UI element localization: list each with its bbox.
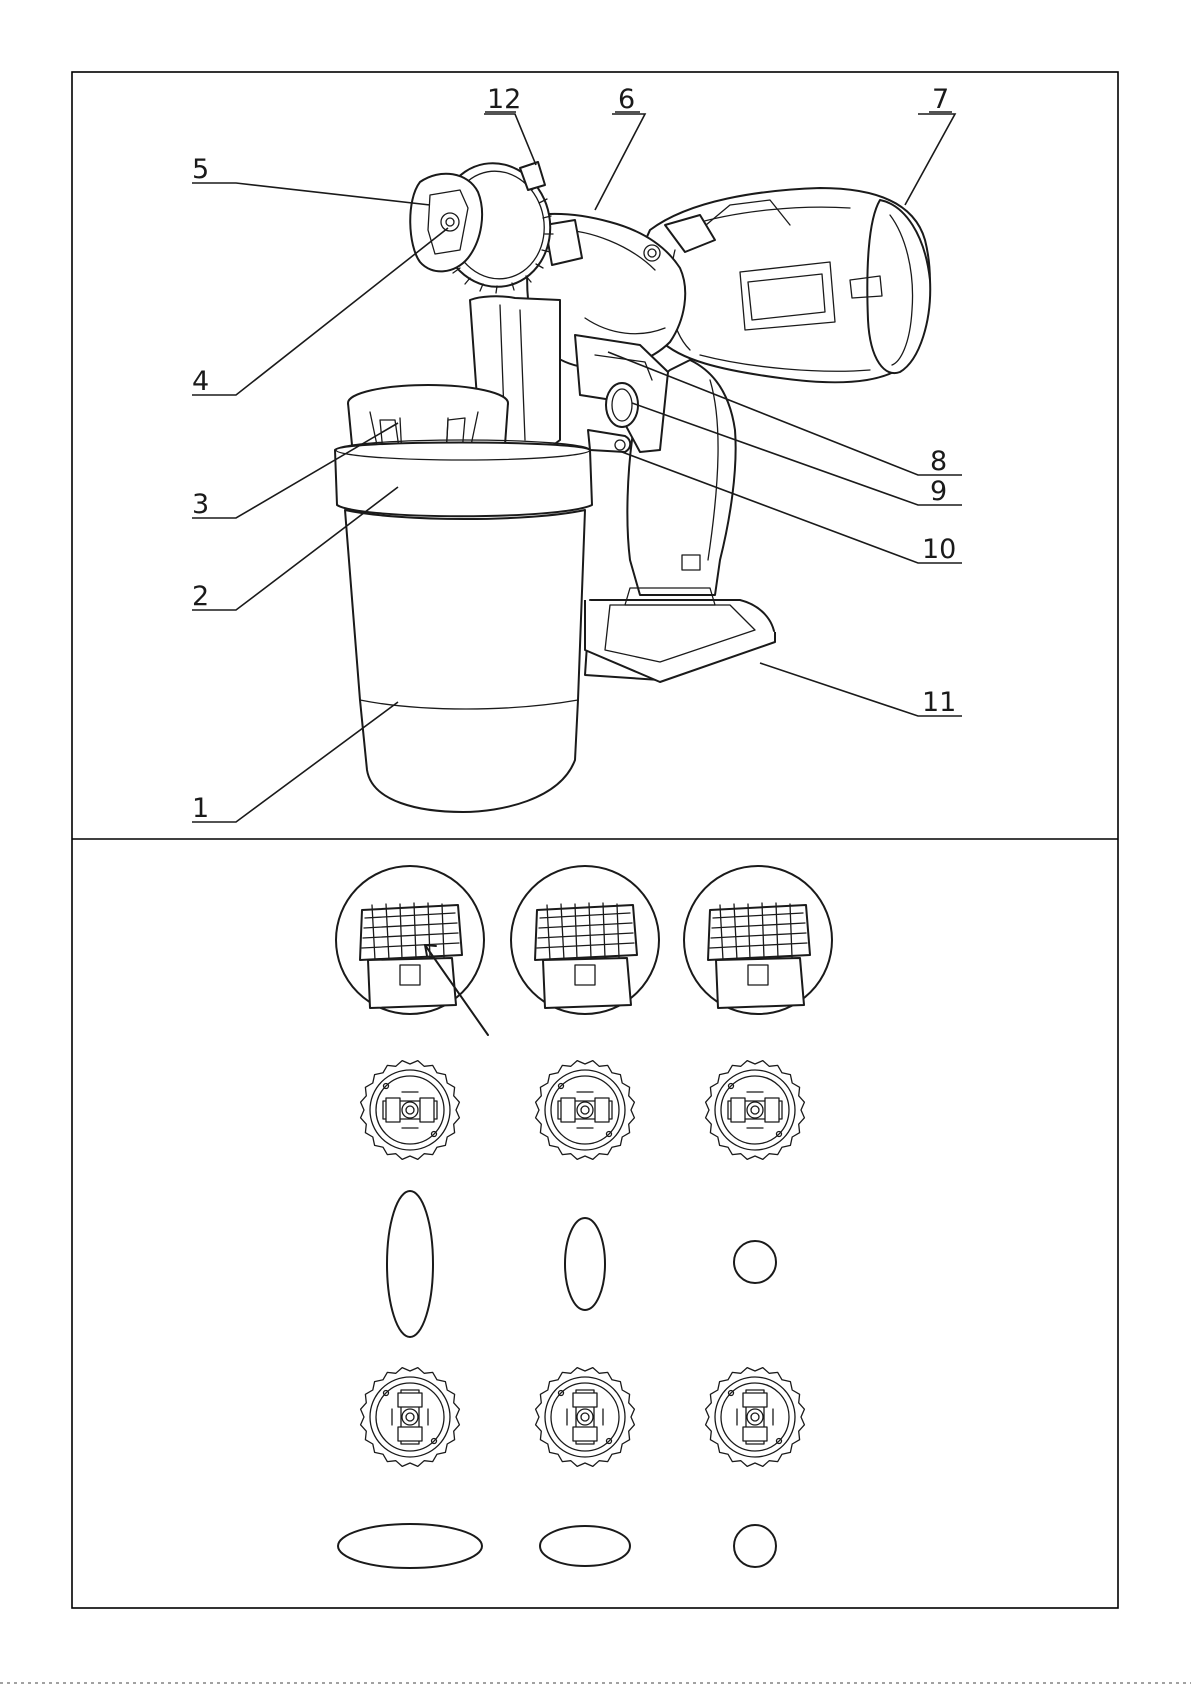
callout-4: 4 <box>192 366 209 397</box>
horizontal-spray-row <box>338 1524 776 1568</box>
nozzle-detail-wide <box>336 866 488 1035</box>
vertical-spray-wide <box>387 1191 433 1337</box>
vertical-spray-round <box>734 1241 776 1283</box>
flow-adjust-knob <box>606 383 638 427</box>
nozzle-face-horizontal-medium <box>536 1061 635 1160</box>
callout-8: 8 <box>930 446 947 477</box>
nozzle-face-vertical-round <box>706 1368 805 1467</box>
callout-5: 5 <box>192 154 209 185</box>
callout-3: 3 <box>192 489 209 520</box>
nozzle-face-vertical-wide <box>361 1368 460 1467</box>
spray-pattern-panel <box>336 866 832 1568</box>
horizontal-spray-medium <box>540 1526 630 1566</box>
nozzle-face-row-horizontal <box>361 1368 805 1467</box>
nozzle-detail-row <box>336 866 832 1035</box>
nozzle <box>441 213 459 231</box>
battery <box>585 588 775 682</box>
nozzle-detail-medium <box>511 866 659 1014</box>
trigger <box>588 430 630 452</box>
callout-6: 6 <box>618 84 635 115</box>
spray-gun-illustration <box>335 154 930 812</box>
nozzle-face-horizontal-wide <box>361 1061 460 1160</box>
vertical-spray-row <box>387 1191 776 1337</box>
callout-11: 11 <box>922 687 956 718</box>
paint-container <box>345 510 585 812</box>
horizontal-spray-wide <box>338 1524 482 1568</box>
vertical-spray-medium <box>565 1218 605 1310</box>
nozzle-face-horizontal-round <box>706 1061 805 1160</box>
nozzle-face-row-vertical <box>361 1061 805 1160</box>
nozzle-face-vertical-medium <box>536 1368 635 1467</box>
callout-12: 12 <box>487 84 521 115</box>
callout-9: 9 <box>930 476 947 507</box>
callout-10: 10 <box>922 534 956 565</box>
nozzle-detail-round <box>684 866 832 1014</box>
callout-1: 1 <box>192 793 209 824</box>
callout-2: 2 <box>192 581 209 612</box>
horizontal-spray-round <box>734 1525 776 1567</box>
callout-7: 7 <box>932 84 949 115</box>
